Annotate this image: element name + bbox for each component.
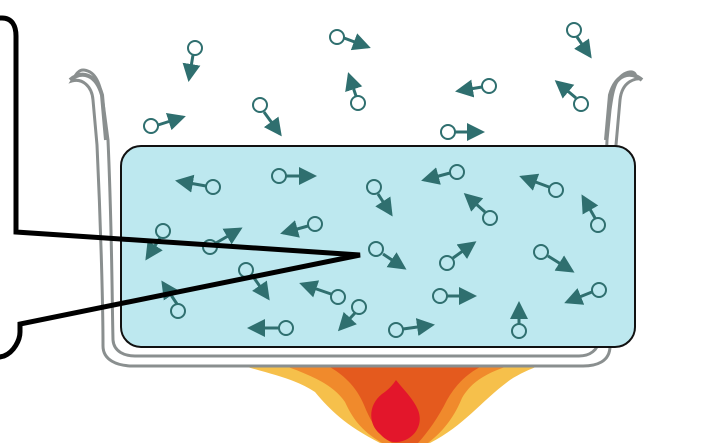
molecule (557, 82, 588, 111)
molecule (330, 30, 368, 47)
molecules-above-water (144, 23, 590, 139)
molecule (458, 79, 496, 93)
molecule (441, 125, 482, 139)
molecule (567, 23, 590, 56)
molecule (188, 41, 202, 79)
molecule (349, 75, 365, 110)
molecule (144, 117, 183, 133)
flame-icon (215, 356, 570, 443)
molecule (253, 98, 280, 134)
